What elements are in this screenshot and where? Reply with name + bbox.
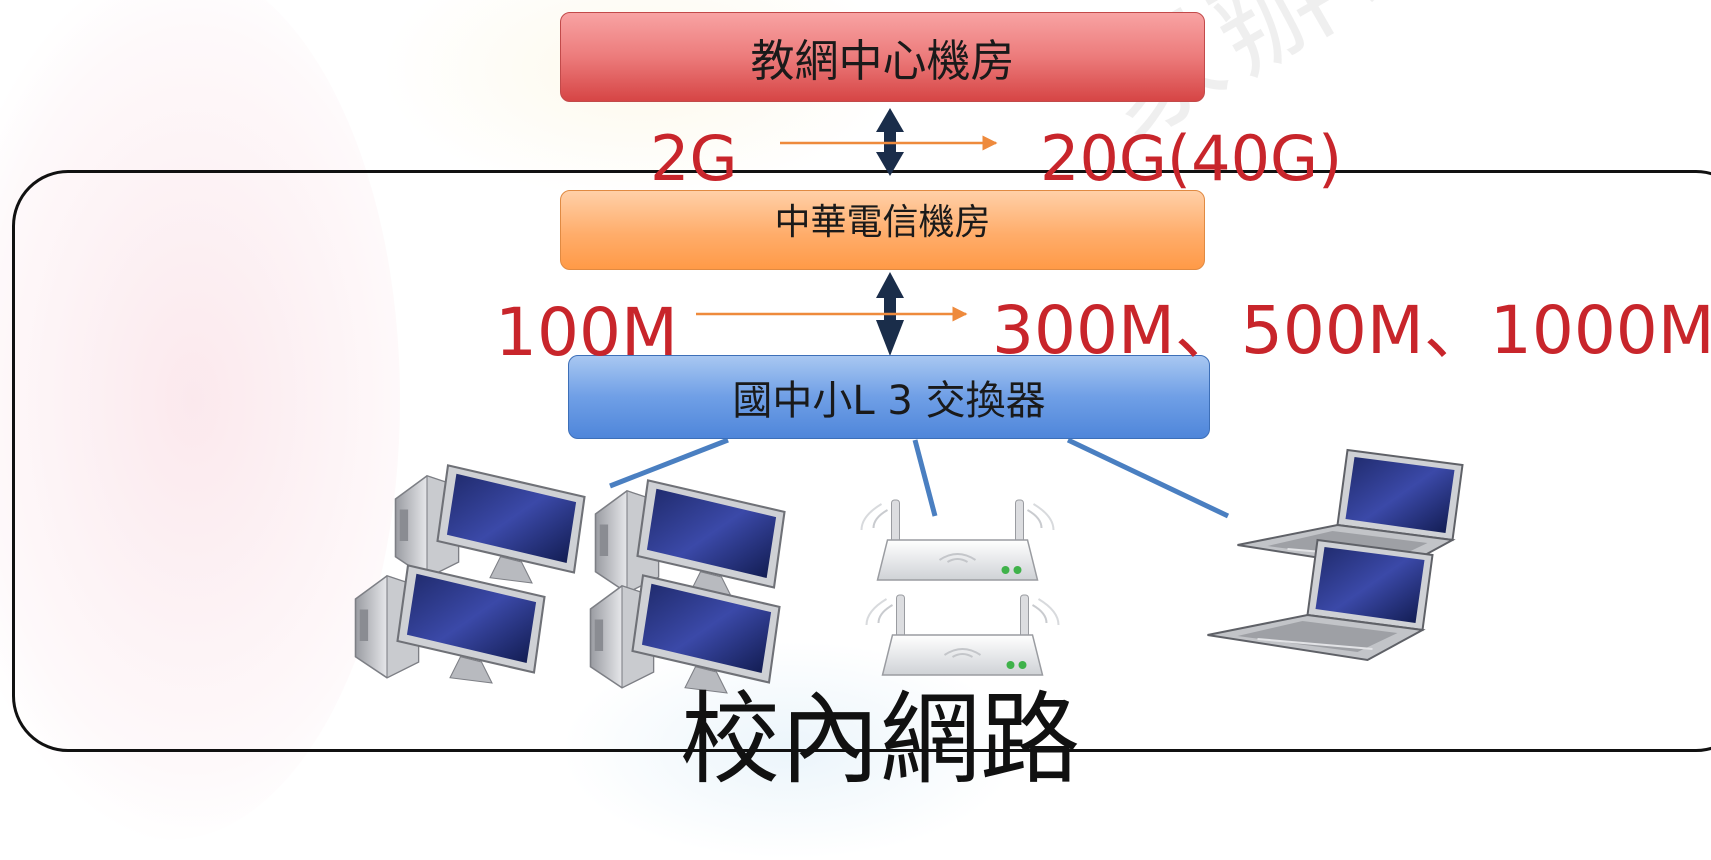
bandwidth-lower-from: 100M xyxy=(495,294,678,371)
bandwidth-upper-to: 20G(40G) xyxy=(1040,122,1343,195)
cable-links xyxy=(609,437,1230,519)
desktop-computer-icon xyxy=(594,479,786,600)
moe-data-center-node: 教網中心機房 xyxy=(560,12,1205,102)
desktop-computer-icon xyxy=(354,564,546,685)
desktop-computer-icon xyxy=(589,574,781,695)
campus-network-title: 校內網路 xyxy=(680,681,1080,798)
school-l3-switch-label: 國中小L 3 交換器 xyxy=(732,378,1046,424)
laptop-icon xyxy=(1206,538,1434,662)
bandwidth-upper-from: 2G xyxy=(650,122,738,195)
chunghwa-telecom-label: 中華電信機房 xyxy=(774,202,991,243)
school-l3-switch-node: 國中小L 3 交換器 xyxy=(568,355,1210,439)
chunghwa-telecom-node: 中華電信機房 xyxy=(560,190,1205,270)
campus-network-frame xyxy=(12,170,1711,752)
bandwidth-lower-to: 300M、500M、1000M xyxy=(992,292,1711,369)
wifi-access-point-icon xyxy=(865,593,1060,677)
desktop-computer-icon xyxy=(394,464,586,585)
diagram-graphics xyxy=(354,108,1464,695)
wifi-access-point-icon xyxy=(860,498,1055,582)
moe-data-center-label: 教網中心機房 xyxy=(750,36,1015,87)
link-arrow-cht-switch xyxy=(876,272,904,356)
